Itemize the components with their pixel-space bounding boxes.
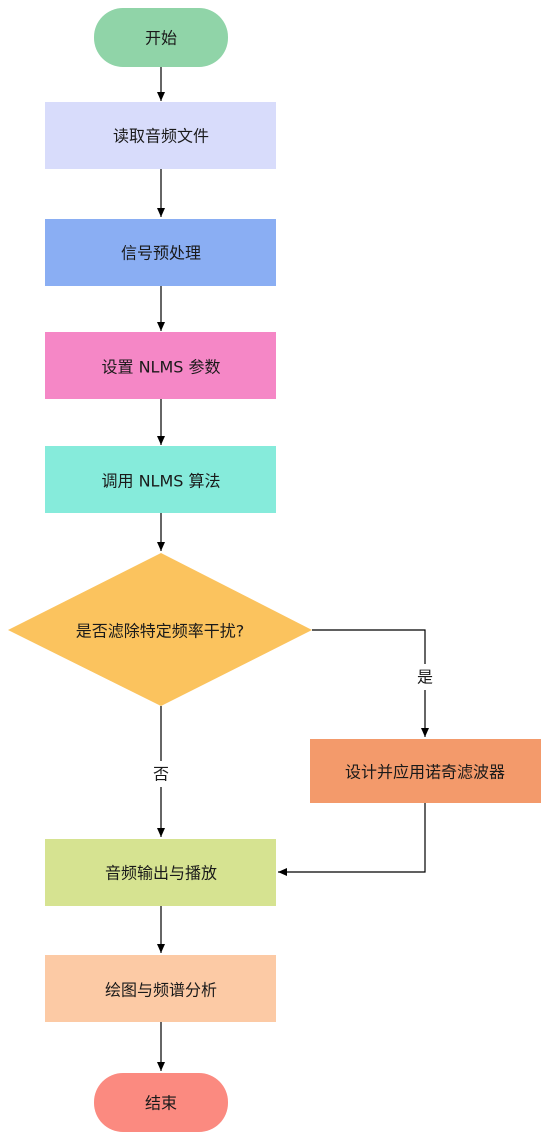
node-end: 结束 bbox=[94, 1073, 228, 1132]
start-shape bbox=[94, 8, 228, 67]
node-preprocess: 信号预处理 bbox=[45, 219, 276, 286]
notch-filter-label: 设计并应用诺奇滤波器 bbox=[345, 763, 505, 782]
no-label: 否 bbox=[153, 765, 169, 784]
end-shape bbox=[94, 1073, 228, 1132]
no-label-bg bbox=[150, 761, 172, 787]
call-algorithm-label: 调用 NLMS 算法 bbox=[101, 472, 220, 491]
node-start: 开始 bbox=[94, 8, 228, 67]
notch-filter-shape bbox=[310, 739, 541, 803]
preprocess-shape bbox=[45, 219, 276, 286]
node-plot-spectrum: 绘图与频谱分析 bbox=[45, 955, 276, 1022]
read-audio-shape bbox=[45, 102, 276, 169]
preprocess-label: 信号预处理 bbox=[121, 244, 201, 263]
plot-spectrum-shape bbox=[45, 955, 276, 1022]
edge-decision-yes-to-notch bbox=[312, 629, 429, 737]
decision-shape bbox=[8, 553, 312, 706]
end-label: 结束 bbox=[145, 1094, 177, 1113]
read-audio-label: 读取音频文件 bbox=[113, 127, 209, 146]
edge-notch-to-output bbox=[278, 803, 426, 876]
set-params-shape bbox=[45, 332, 276, 399]
plot-spectrum-label: 绘图与频谱分析 bbox=[105, 981, 217, 1000]
start-label: 开始 bbox=[145, 29, 177, 48]
decision-label: 是否滤除特定频率干扰? bbox=[76, 622, 245, 641]
audio-output-shape bbox=[45, 839, 276, 906]
call-algorithm-shape bbox=[45, 446, 276, 513]
node-decision: 是否滤除特定频率干扰? bbox=[8, 553, 312, 706]
node-set-params: 设置 NLMS 参数 bbox=[45, 332, 276, 399]
edges bbox=[157, 67, 429, 1071]
node-audio-output: 音频输出与播放 bbox=[45, 839, 276, 906]
node-call-algorithm: 调用 NLMS 算法 bbox=[45, 446, 276, 513]
node-read-audio: 读取音频文件 bbox=[45, 102, 276, 169]
node-notch-filter: 设计并应用诺奇滤波器 bbox=[310, 739, 541, 803]
set-params-label: 设置 NLMS 参数 bbox=[101, 358, 220, 377]
yes-label-bg bbox=[414, 664, 436, 690]
audio-output-label: 音频输出与播放 bbox=[105, 864, 217, 883]
yes-label: 是 bbox=[417, 668, 433, 687]
